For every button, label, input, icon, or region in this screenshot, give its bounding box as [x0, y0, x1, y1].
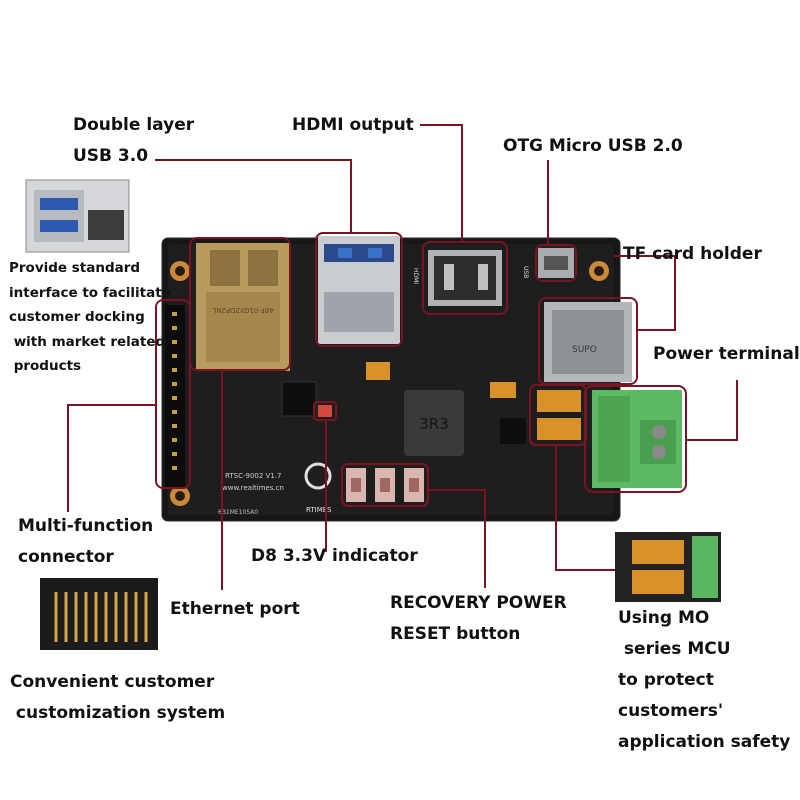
- standard-interface-label: Provide standard interface to facilitate…: [9, 260, 171, 374]
- serial-silk: 6B1ME105A0: [218, 509, 258, 516]
- tf-text: SUPO: [572, 345, 597, 355]
- leader-lines: [67, 124, 738, 590]
- mag-text: 48F-01GY2DP2NL: [212, 306, 273, 314]
- mcu-inset-photo: [615, 532, 721, 602]
- hdmi-silk: HDMI: [412, 268, 419, 284]
- header-inset-photo: [40, 578, 158, 650]
- url-silk: www.realtimes.cn: [222, 484, 284, 492]
- inductor-label: 3R3: [419, 415, 449, 433]
- otg-label: OTG Micro USB 2.0: [503, 136, 683, 156]
- usb-label: Double layer USB 3.0: [73, 115, 195, 166]
- multi-function-label: Multi-function connector: [18, 516, 154, 567]
- callout-boxes: [155, 232, 687, 507]
- convenient-label: Convenient customer customization system: [10, 672, 226, 723]
- usb-silk: USB: [522, 266, 529, 278]
- recovery-label: RECOVERY POWER RESET button: [390, 593, 567, 644]
- mcu-label: Using MO series MCU to protect customers…: [618, 608, 791, 752]
- usb-inset-photo: [25, 179, 130, 253]
- model-silk: RTSC-9002 V1.7: [225, 472, 281, 480]
- d8-label: D8 3.3V indicator: [251, 546, 418, 566]
- tf-label: TF card holder: [623, 244, 762, 264]
- ethernet-label: Ethernet port: [170, 599, 300, 619]
- hdmi-label: HDMI output: [292, 115, 414, 135]
- brand-silk: RTIMES: [306, 506, 332, 514]
- power-terminal: [592, 390, 682, 488]
- pcb-board: 48F-01GY2DP2NL HDMI USB SUPO 3R3: [161, 236, 632, 522]
- power-label: Power terminal: [653, 344, 800, 364]
